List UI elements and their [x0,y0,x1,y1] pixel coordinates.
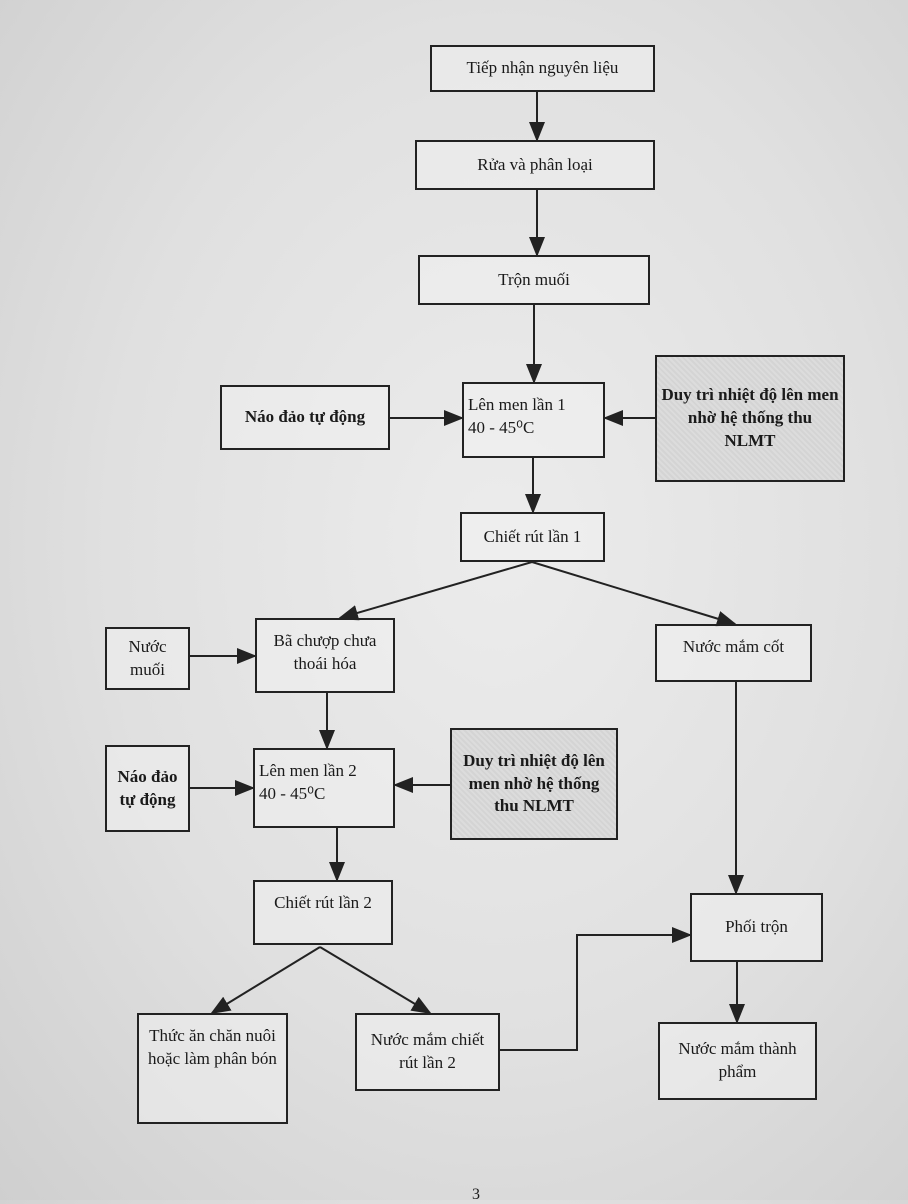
step-receive: Tiếp nhận nguyên liệu [430,45,655,92]
step-label: Bã chượp chưa thoái hóa [273,631,377,673]
step-core-sauce: Nước mắm cốt [655,624,812,682]
step-final: Nước mắm thành phẩm [658,1022,817,1100]
step-label: Thức ăn chăn nuôi hoặc làm phân bón [148,1026,277,1068]
step-label: Náo đảo tự động [244,407,366,427]
step-label: Rửa và phân loại [477,154,593,174]
step-label: Lên men lần 1 [468,395,566,414]
step-label: Nước mắm chiết rút lần 2 [370,1030,485,1072]
step-extract-1: Chiết rút lần 1 [460,512,605,562]
step-label: Tiếp nhận nguyên liệu [466,58,619,78]
step-maintain-2: Duy trì nhiệt độ lên men nhờ hệ thống th… [450,728,618,840]
arrow [319,946,432,1015]
arrow [500,927,692,1051]
step-label: Chiết rút lần 1 [483,526,582,546]
step-label: Nước muối [128,636,167,679]
step-label: Nước mắm thành phẩm [678,1039,797,1081]
step-wash: Rửa và phân loại [415,140,655,190]
step-label: Nước mắm cốt [682,637,785,656]
step-stir-2: Náo đảo tự động [105,745,190,832]
step-label: Trộn muối [498,269,570,289]
step-label: Phối trộn [725,917,788,937]
step-sauce-2: Nước mắm chiết rút lần 2 [355,1013,500,1091]
step-residue: Bã chượp chưa thoái hóa [255,618,395,693]
arrow [210,946,321,1015]
step-blend: Phối trộn [690,893,823,962]
arrow [338,561,533,621]
step-label: Duy trì nhiệt độ lên men nhờ hệ thống th… [463,750,605,816]
step-label: Lên men lần 2 [259,761,357,780]
step-ferment-2: Lên men lần 2 40 - 45⁰C [253,748,395,828]
arrow [531,561,737,627]
step-label: Chiết rút lần 2 [274,893,372,912]
step-extract-2: Chiết rút lần 2 [253,880,393,945]
step-stir-1: Náo đảo tự động [220,385,390,450]
step-maintain-1: Duy trì nhiệt độ lên men nhờ hệ thống th… [655,355,845,482]
page-number: 3 [472,1186,480,1203]
step-salt: Trộn muối [418,255,650,305]
step-brine: Nước muối [105,627,190,690]
step-label: Duy trì nhiệt độ lên men nhờ hệ thống th… [661,385,839,450]
step-ferment-1: Lên men lần 1 40 - 45⁰C [462,382,605,458]
step-temperature: 40 - 45⁰C [468,417,535,437]
step-temperature: 40 - 45⁰C [259,783,326,803]
step-label: Náo đảo tự động [117,766,178,809]
step-feed: Thức ăn chăn nuôi hoặc làm phân bón [137,1013,288,1124]
